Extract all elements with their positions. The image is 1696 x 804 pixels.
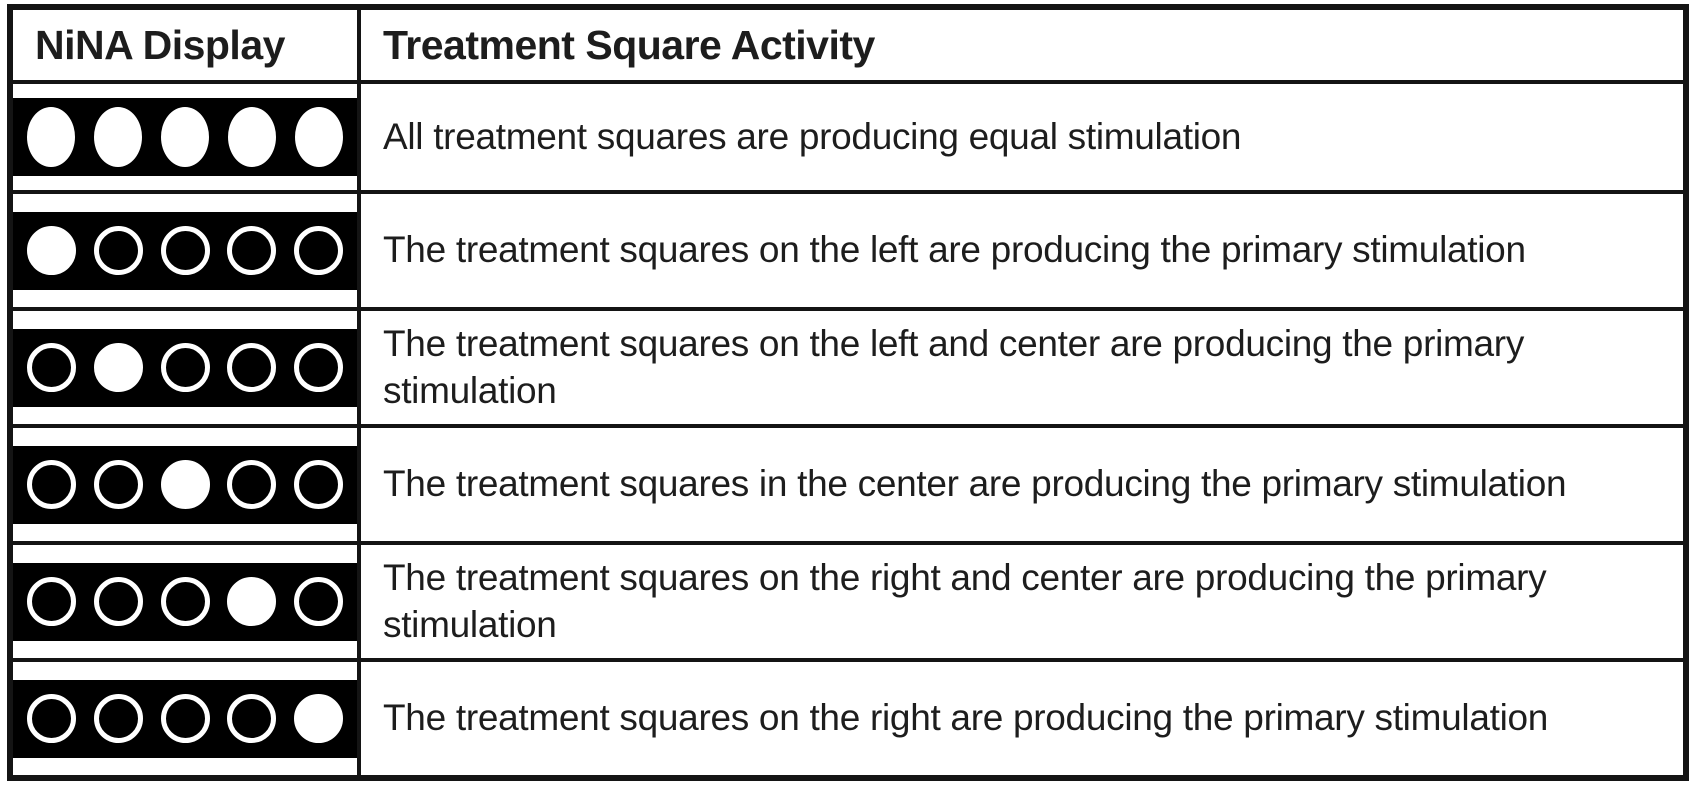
nina-display-bar (13, 679, 357, 758)
activity-text: The treatment squares on the left are pr… (383, 229, 1526, 271)
activity-text: The treatment squares in the center are … (383, 463, 1567, 505)
display-circle-outline-icon (93, 226, 143, 275)
display-circle-outline-icon (227, 460, 277, 509)
nina-display-cell (13, 662, 361, 775)
header-label-treatment-activity: Treatment Square Activity (383, 21, 875, 68)
display-circle-outline-icon (93, 694, 143, 743)
nina-display-bar (13, 328, 357, 407)
display-circle-outline-icon (160, 343, 210, 392)
nina-display-bar (13, 98, 357, 176)
display-circle-outline-icon (27, 694, 76, 743)
display-circle-outline-icon (294, 343, 343, 392)
display-circle-filled-icon (160, 460, 210, 509)
display-circle-outline-icon (227, 694, 277, 743)
display-circle-outline-icon (294, 577, 343, 626)
activity-cell: The treatment squares on the left and ce… (361, 311, 1683, 424)
display-circle-outline-icon (27, 343, 76, 392)
display-circle-filled-icon (228, 107, 276, 167)
display-circle-outline-icon (294, 460, 343, 509)
table-header-row: NiNA Display Treatment Square Activity (13, 10, 1683, 80)
activity-cell: The treatment squares on the right are p… (361, 662, 1683, 775)
display-circle-filled-icon (27, 107, 75, 167)
table-row: The treatment squares on the right and c… (13, 541, 1683, 658)
activity-cell: The treatment squares in the center are … (361, 428, 1683, 541)
nina-display-cell (13, 545, 361, 658)
display-circle-outline-icon (227, 226, 277, 275)
activity-cell: All treatment squares are producing equa… (361, 84, 1683, 190)
display-circle-outline-icon (227, 343, 277, 392)
nina-display-table: NiNA Display Treatment Square Activity A… (7, 4, 1689, 781)
display-circle-filled-icon (27, 226, 76, 275)
activity-cell: The treatment squares on the left are pr… (361, 194, 1683, 307)
nina-display-cell (13, 428, 361, 541)
header-label-nina-display: NiNA Display (35, 21, 285, 68)
display-circle-outline-icon (93, 460, 143, 509)
nina-display-bar (13, 445, 357, 524)
table-row: All treatment squares are producing equa… (13, 80, 1683, 190)
table-row: The treatment squares on the left and ce… (13, 307, 1683, 424)
display-circle-outline-icon (160, 226, 210, 275)
table-row: The treatment squares on the left are pr… (13, 190, 1683, 307)
nina-display-cell (13, 194, 361, 307)
display-circle-filled-icon (161, 107, 209, 167)
display-circle-filled-icon (93, 343, 143, 392)
activity-cell: The treatment squares on the right and c… (361, 545, 1683, 658)
display-circle-filled-icon (94, 107, 142, 167)
activity-text: The treatment squares on the right and c… (383, 556, 1547, 645)
activity-text: The treatment squares on the left and ce… (383, 322, 1525, 411)
header-cell-nina-display: NiNA Display (13, 10, 361, 80)
display-circle-filled-icon (294, 694, 343, 743)
table-row: The treatment squares in the center are … (13, 424, 1683, 541)
display-circle-filled-icon (295, 107, 343, 167)
display-circle-outline-icon (160, 577, 210, 626)
table-row: The treatment squares on the right are p… (13, 658, 1683, 775)
display-circle-outline-icon (160, 694, 210, 743)
header-cell-treatment-activity: Treatment Square Activity (361, 10, 1683, 80)
nina-display-cell (13, 311, 361, 424)
nina-display-cell (13, 84, 361, 190)
display-circle-outline-icon (27, 577, 76, 626)
display-circle-outline-icon (27, 460, 76, 509)
display-circle-filled-icon (227, 577, 277, 626)
nina-display-bar (13, 562, 357, 641)
display-circle-outline-icon (93, 577, 143, 626)
display-circle-outline-icon (294, 226, 343, 275)
activity-text: All treatment squares are producing equa… (383, 115, 1242, 157)
activity-text: The treatment squares on the right are p… (383, 697, 1549, 739)
nina-display-bar (13, 211, 357, 290)
